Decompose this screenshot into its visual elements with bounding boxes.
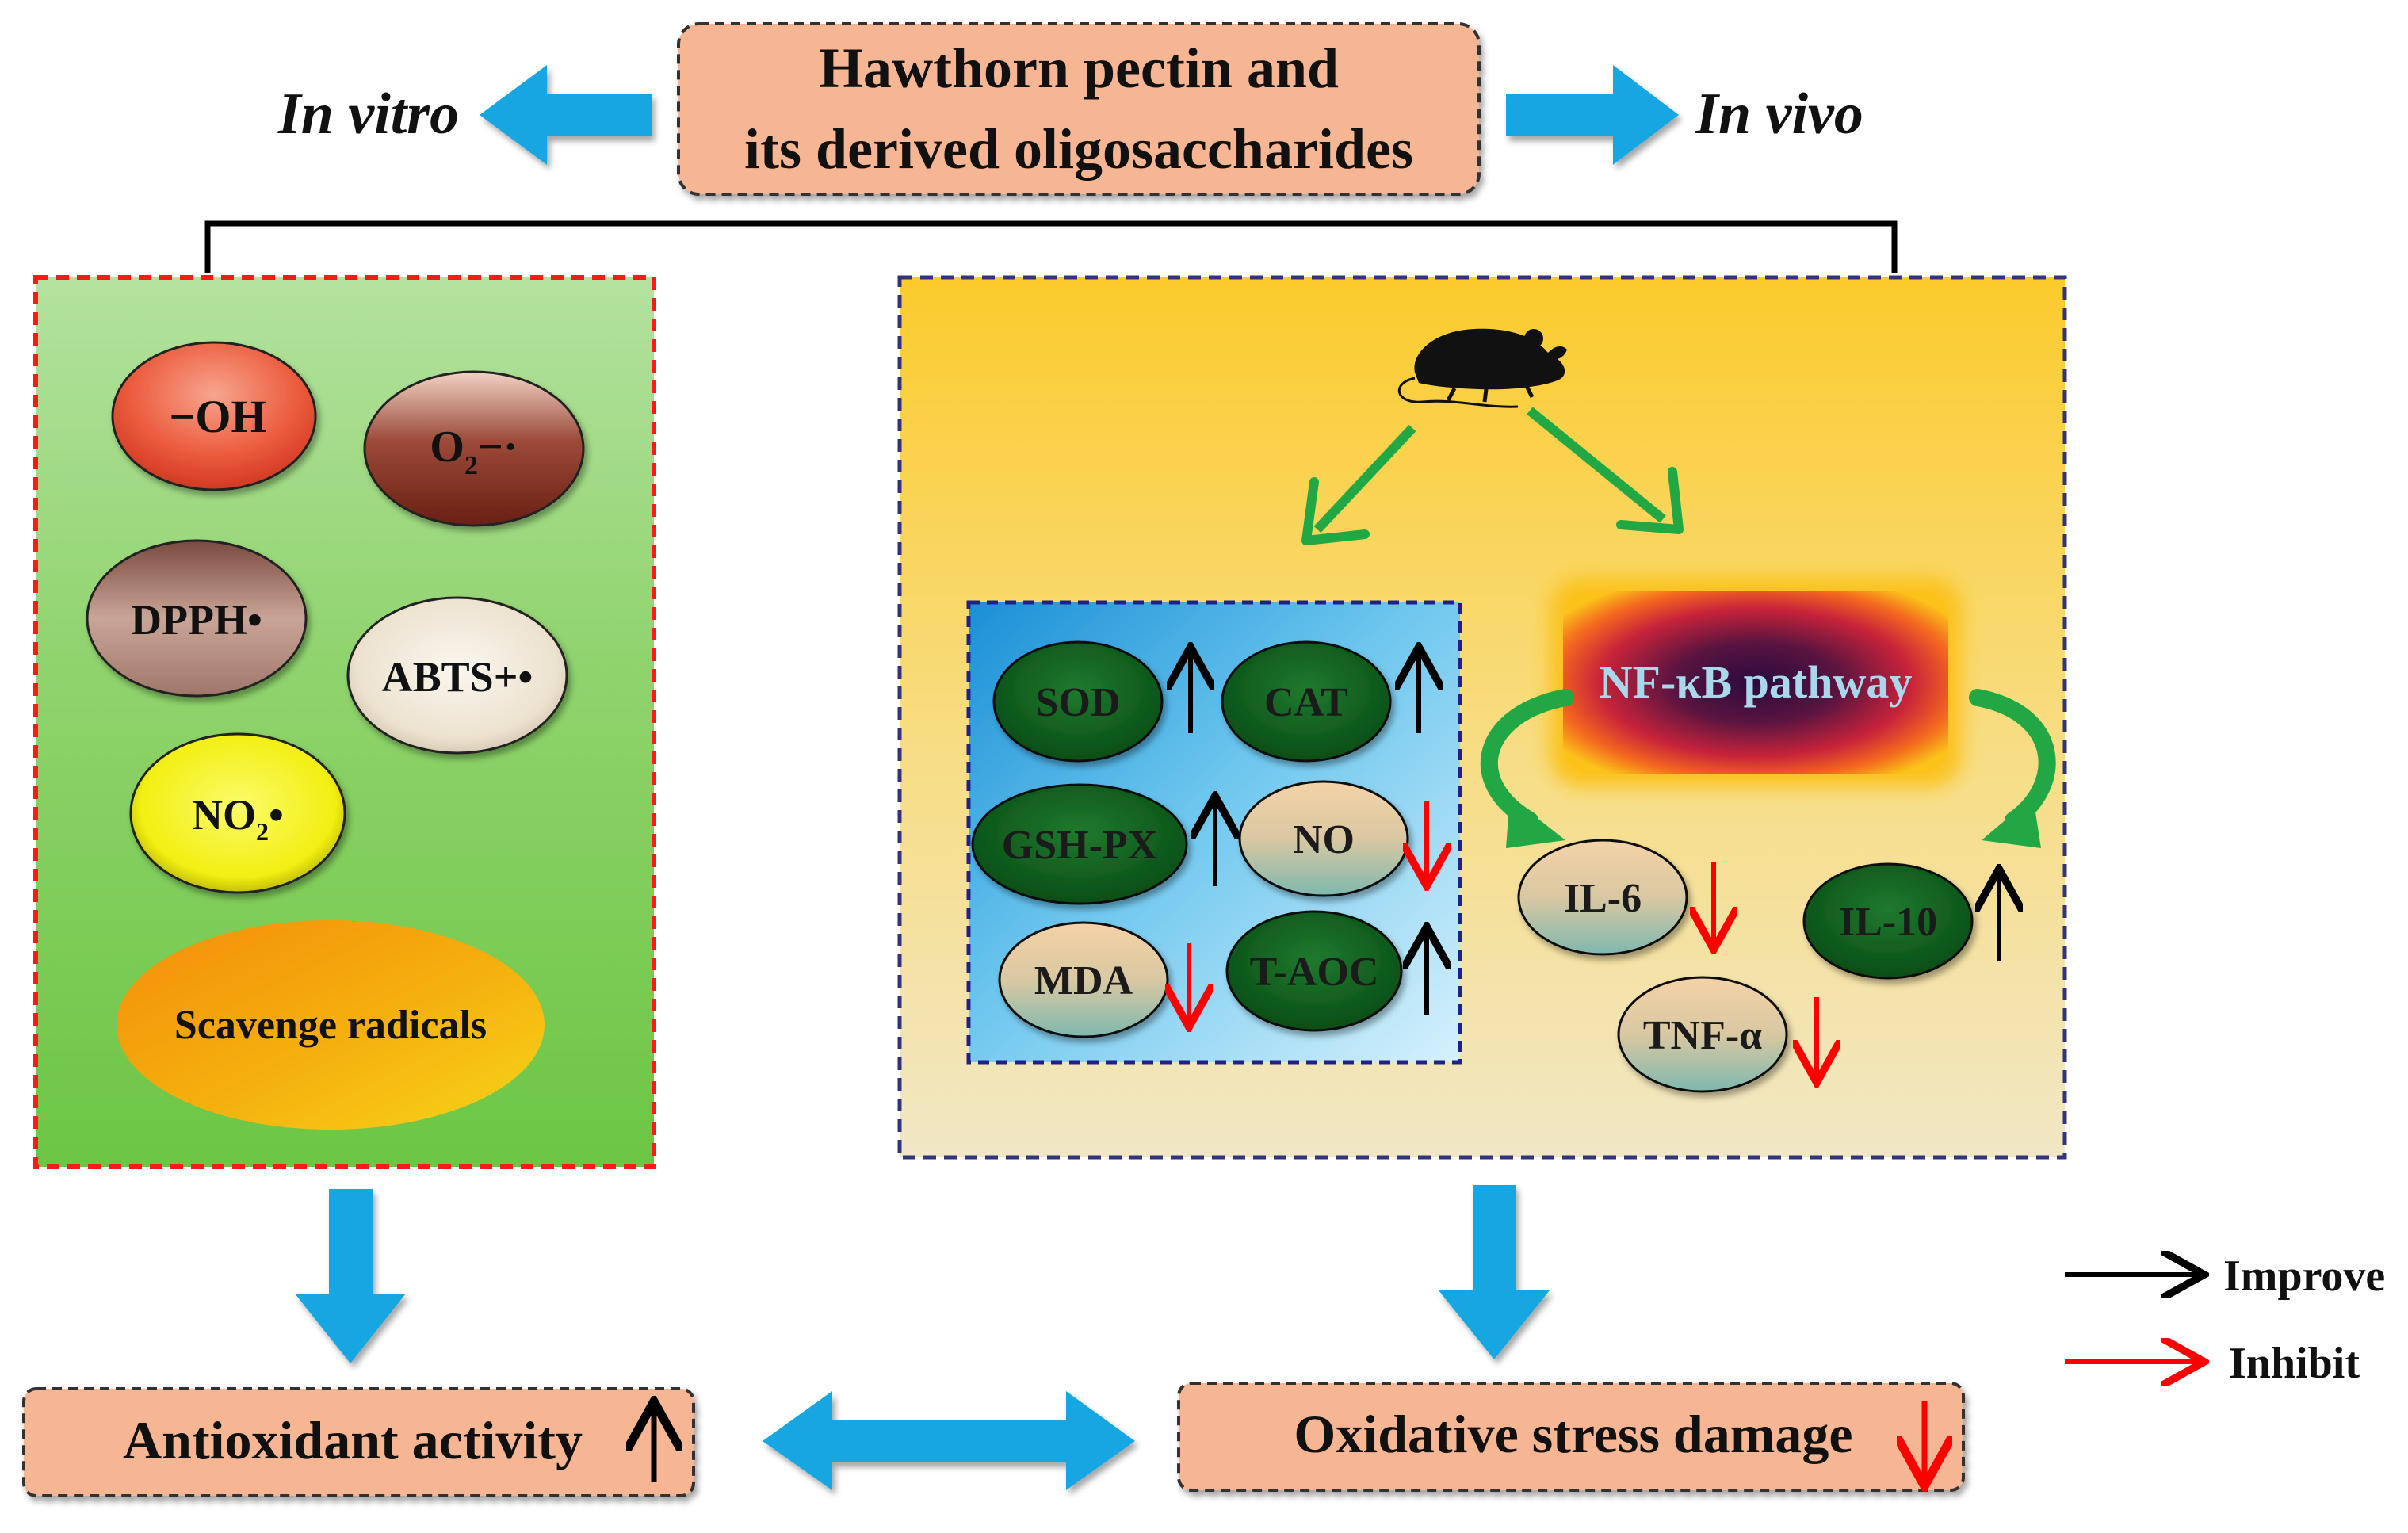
o2-label-tail: −· bbox=[478, 422, 518, 472]
down-arrow-left bbox=[295, 1189, 406, 1363]
in-vitro-label: In vitro bbox=[277, 82, 459, 147]
dpph-radical-node bbox=[86, 539, 308, 698]
antioxidant-label: Antioxidant activity bbox=[123, 1410, 583, 1470]
o2-radical-node bbox=[363, 370, 585, 527]
green-arrow-left bbox=[1301, 424, 1416, 545]
legend-inhibit-label: Inhibit bbox=[2229, 1339, 2360, 1388]
tnf-label: TNF-α bbox=[1643, 1013, 1762, 1058]
in-vivo-arrow bbox=[1506, 65, 1679, 165]
antioxidant-box bbox=[22, 1387, 695, 1497]
sod-label: SOD bbox=[1036, 680, 1121, 725]
oh-radical-node bbox=[111, 341, 317, 491]
il6-label: IL-6 bbox=[1564, 876, 1642, 921]
nfkb-curved-arrow-right bbox=[1969, 689, 2056, 848]
il10-label: IL-10 bbox=[1839, 900, 1937, 945]
abts-label: ABTS+• bbox=[382, 653, 533, 701]
taoc-label: T-AOC bbox=[1250, 950, 1379, 995]
nfkb-curved-arrow-left bbox=[1480, 689, 1574, 848]
cat-label: CAT bbox=[1264, 680, 1348, 725]
nfkb-pathway-box bbox=[1550, 577, 1962, 787]
in-vitro-arrow bbox=[480, 65, 652, 165]
gshpx-node bbox=[971, 783, 1188, 905]
no2-label: NO2• bbox=[192, 791, 284, 846]
dpph-label: DPPH• bbox=[131, 596, 262, 644]
oh-label: −OH bbox=[169, 391, 266, 442]
down-arrow-right bbox=[1439, 1185, 1550, 1359]
title-line-1: Hawthorn pectin and bbox=[819, 36, 1339, 100]
no2-radical-node bbox=[129, 732, 346, 894]
sod-node bbox=[992, 640, 1164, 763]
tnf-node bbox=[1617, 976, 1788, 1093]
no-label: NO bbox=[1293, 817, 1355, 862]
abts-radical-node bbox=[346, 596, 568, 755]
no2-label-sub: 2 bbox=[256, 817, 269, 846]
o2-label: O2−· bbox=[430, 422, 518, 480]
mda-node bbox=[998, 921, 1169, 1038]
gshpx-label: GSH-PX bbox=[1002, 823, 1157, 868]
double-arrow bbox=[763, 1391, 1135, 1490]
o2-label-sub: 2 bbox=[464, 451, 478, 480]
il10-node bbox=[1802, 862, 1974, 980]
no2-label-main: NO bbox=[192, 791, 256, 839]
branch-connector bbox=[204, 220, 1898, 273]
oxidative-box bbox=[1177, 1382, 1965, 1492]
scavenge-label: Scavenge radicals bbox=[174, 1003, 487, 1048]
legend: Improve Inhibit bbox=[2065, 1252, 2385, 1388]
taoc-node bbox=[1225, 910, 1403, 1032]
in-vivo-label: In vivo bbox=[1695, 82, 1863, 147]
o2-label-main: O bbox=[430, 422, 464, 472]
oxidative-label: Oxidative stress damage bbox=[1294, 1404, 1852, 1464]
scavenge-radicals-node bbox=[117, 920, 545, 1130]
legend-improve-label: Improve bbox=[2223, 1252, 2385, 1301]
nfkb-label: NF-κB pathway bbox=[1600, 656, 1913, 708]
green-arrow-right bbox=[1527, 407, 1684, 534]
title-box bbox=[677, 22, 1481, 196]
mouse-icon bbox=[1397, 328, 1567, 408]
no2-label-tail: • bbox=[269, 791, 284, 839]
il6-node bbox=[1517, 839, 1688, 956]
cat-node bbox=[1221, 640, 1392, 763]
title-line-2: its derived oligosaccharides bbox=[744, 117, 1413, 181]
no-node bbox=[1238, 780, 1409, 897]
mda-label: MDA bbox=[1034, 958, 1133, 1004]
